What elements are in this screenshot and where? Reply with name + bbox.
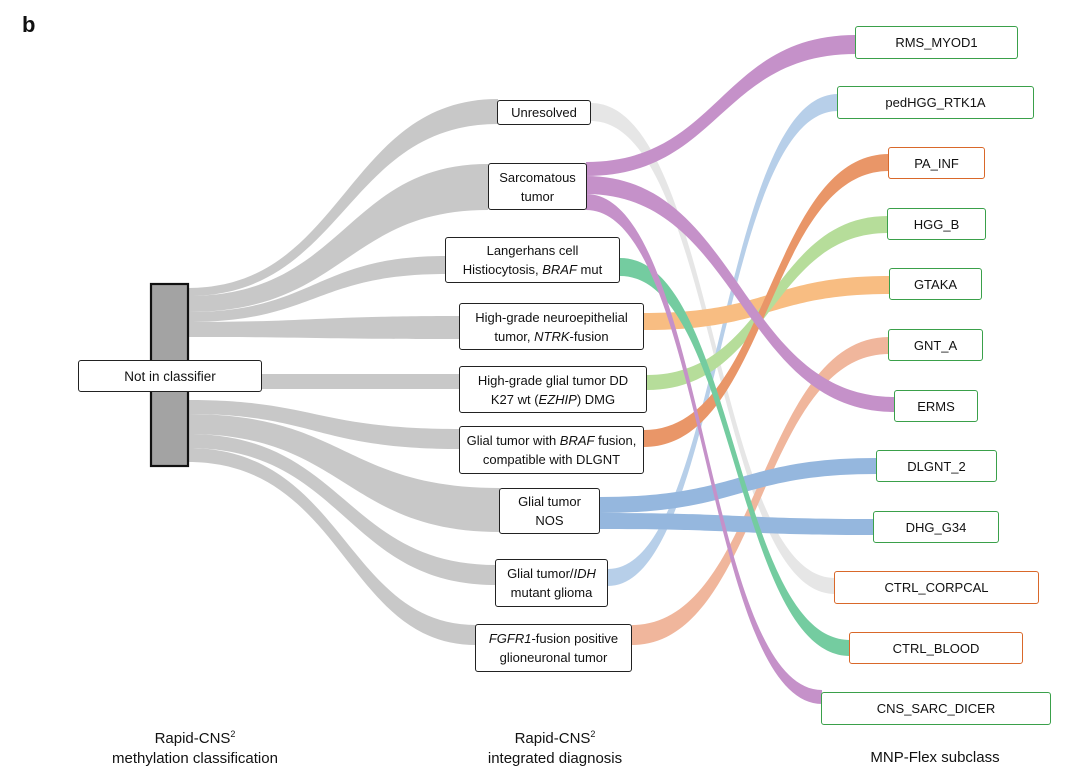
node-glial-braf-line1: Glial tumor with BRAF fusion, xyxy=(466,433,637,448)
node-not-in-classifier: Not in classifier xyxy=(78,360,262,392)
flow-neuroepithelial xyxy=(188,316,460,339)
flow-fgfr1-gnt-a xyxy=(632,337,889,645)
node-fgfr1-line1: FGFR1-fusion positive xyxy=(488,631,619,646)
flow-glial-braf-pa-inf xyxy=(644,154,889,447)
node-glial-dd-line2: K27 wt (EZHIP) DMG xyxy=(490,391,616,407)
subclass-dhg-g34: DHG_G34 xyxy=(873,511,999,543)
node-glial-idh-line1: Glial tumor/IDH xyxy=(507,566,596,581)
subclass-gnt-a: GNT_A xyxy=(888,329,983,361)
flow-langerhans xyxy=(188,256,446,322)
node-neuroepithelial-line2: tumor, NTRK-fusion xyxy=(494,328,609,344)
node-neuroepithelial: High-grade neuroepithelial tumor, NTRK-f… xyxy=(459,303,644,350)
subclass-erms: ERMS xyxy=(894,390,978,422)
flow-glial-nos xyxy=(188,414,500,532)
node-glial-nos-line2: NOS xyxy=(535,513,564,528)
node-glial-nos-line1: Glial tumor xyxy=(518,494,581,509)
node-glial-idh: Glial tumor/IDH mutant glioma xyxy=(495,559,608,607)
flow-glial-nos-dhg-g34 xyxy=(600,513,874,535)
flow-sarcomatous xyxy=(188,164,488,312)
column-label-mnp-flex: MNP-Flex subclass xyxy=(870,749,1000,766)
flow-sarcomatous-erms xyxy=(586,176,895,412)
flow-unresolved-ctrl-corpcal xyxy=(591,103,835,594)
node-langerhans: Langerhans cell Histiocytosis, BRAF mut xyxy=(445,237,620,283)
flow-sarcomatous-rms-myod1 xyxy=(586,35,856,176)
node-langerhans-line1: Langerhans cell xyxy=(486,243,579,258)
subclass-ctrl-corpcal: CTRL_CORPCAL xyxy=(834,571,1039,604)
node-unresolved: Unresolved xyxy=(497,100,591,125)
flow-fgfr1 xyxy=(188,448,476,645)
panel-letter: b xyxy=(22,12,36,37)
subclass-cns-sarc-dicer: CNS_SARC_DICER xyxy=(821,692,1051,725)
node-glial-nos: Glial tumor NOS xyxy=(499,488,600,534)
subclass-ctrl-blood: CTRL_BLOOD xyxy=(849,632,1023,664)
flow-sarcomatous-cns-sarc-dicer xyxy=(586,194,822,704)
subclass-hgg-b: HGG_B xyxy=(887,208,986,240)
flow-glial-idh xyxy=(188,434,496,585)
node-glial-braf: Glial tumor with BRAF fusion, compatible… xyxy=(459,426,644,474)
node-fgfr1-line2: glioneuronal tumor xyxy=(499,650,608,665)
subclass-gtaka: GTAKA xyxy=(889,268,982,300)
node-not-in-classifier-label: Not in classifier xyxy=(124,368,216,384)
flow-glial-braf xyxy=(188,400,460,449)
node-fgfr1: FGFR1-fusion positive glioneuronal tumor xyxy=(475,624,632,672)
flow-glial-nos-dlgnt2 xyxy=(600,458,877,513)
subclass-pa-inf: PA_INF xyxy=(888,147,985,179)
node-sarcomatous-tumor: Sarcomatous tumor xyxy=(488,163,587,210)
node-glial-braf-line2: compatible with DLGNT xyxy=(482,452,621,467)
subclass-pedhgg-rtk1a: pedHGG_RTK1A xyxy=(837,86,1034,119)
subclass-dlgnt-2: DLGNT_2 xyxy=(876,450,997,482)
node-glial-dd-line1: High-grade glial tumor DD xyxy=(477,372,629,388)
node-neuroepithelial-line1: High-grade neuroepithelial xyxy=(475,309,628,325)
node-sarcomatous-line2: tumor xyxy=(520,188,555,204)
node-glial-idh-line2: mutant glioma xyxy=(510,585,593,600)
node-glial-dd: High-grade glial tumor DD K27 wt (EZHIP)… xyxy=(459,366,647,413)
subclass-rms-myod1: RMS_MYOD1 xyxy=(855,26,1018,59)
flow-unresolved xyxy=(188,99,498,296)
flow-langerhans-ctrl-blood xyxy=(620,258,850,656)
node-sarcomatous-line1: Sarcomatous xyxy=(499,169,576,185)
column-label-integrated: Rapid-CNS2 integrated diagnosis xyxy=(487,729,623,767)
column-label-methylation: Rapid-CNS2 methylation classification xyxy=(112,729,278,767)
node-unresolved-label: Unresolved xyxy=(511,105,577,120)
node-langerhans-line2: Histiocytosis, BRAF mut xyxy=(462,262,603,277)
grey-flows xyxy=(188,99,500,645)
